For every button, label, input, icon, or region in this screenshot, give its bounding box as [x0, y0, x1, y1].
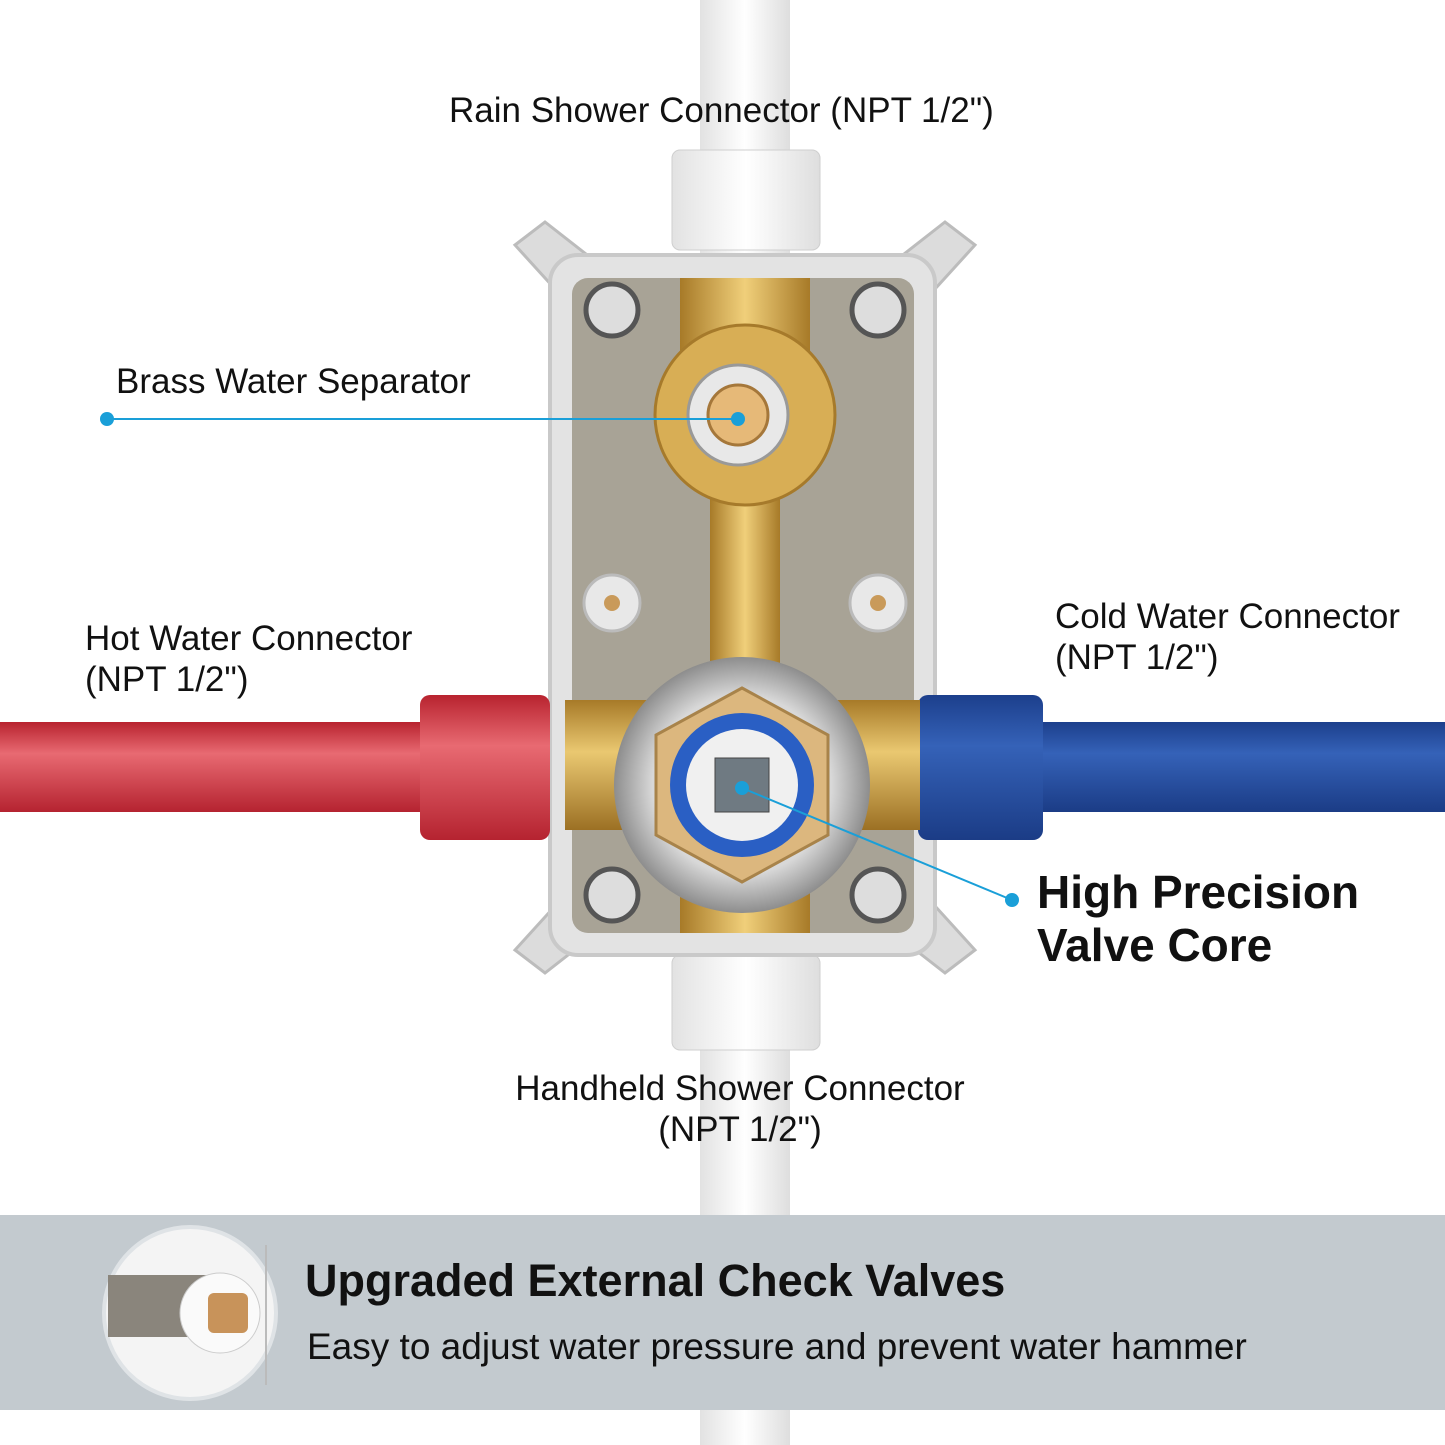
label-rain-shower: Rain Shower Connector (NPT 1/2")	[449, 91, 994, 130]
top-pipe-fitting	[671, 149, 821, 251]
callout-brass-separator	[100, 412, 745, 426]
check-valve-thumbnail	[102, 1225, 278, 1401]
cold-water-line2: (NPT 1/2")	[1055, 638, 1219, 677]
cold-water-line1: Cold Water Connector	[1055, 597, 1400, 636]
hot-water-line1: Hot Water Connector	[85, 619, 413, 658]
label-cold-water: Cold Water Connector (NPT 1/2")	[1055, 596, 1400, 678]
label-hot-water: Hot Water Connector (NPT 1/2")	[85, 618, 412, 700]
label-brass-separator: Brass Water Separator	[116, 362, 471, 401]
screws	[582, 281, 908, 924]
valve-core-line2: Valve Core	[1037, 919, 1273, 971]
banner-title: Upgraded External Check Valves	[305, 1255, 1006, 1306]
banner-subtitle: Easy to adjust water pressure and preven…	[307, 1326, 1247, 1367]
handheld-line2: (NPT 1/2")	[658, 1110, 822, 1149]
valve-core-line1: High Precision	[1037, 866, 1360, 918]
cold-water-pipe	[1030, 722, 1445, 812]
callout-valve-core	[735, 781, 1019, 907]
label-handheld: Handheld Shower Connector (NPT 1/2")	[490, 1068, 990, 1150]
handheld-line1: Handheld Shower Connector	[515, 1069, 965, 1108]
label-valve-core: High Precision Valve Core	[1037, 866, 1359, 972]
bottom-pipe-fitting	[671, 954, 821, 1051]
hot-water-fitting	[420, 695, 550, 840]
cold-water-fitting	[918, 695, 1043, 840]
hot-water-line2: (NPT 1/2")	[85, 660, 249, 699]
hot-water-pipe	[0, 722, 430, 812]
